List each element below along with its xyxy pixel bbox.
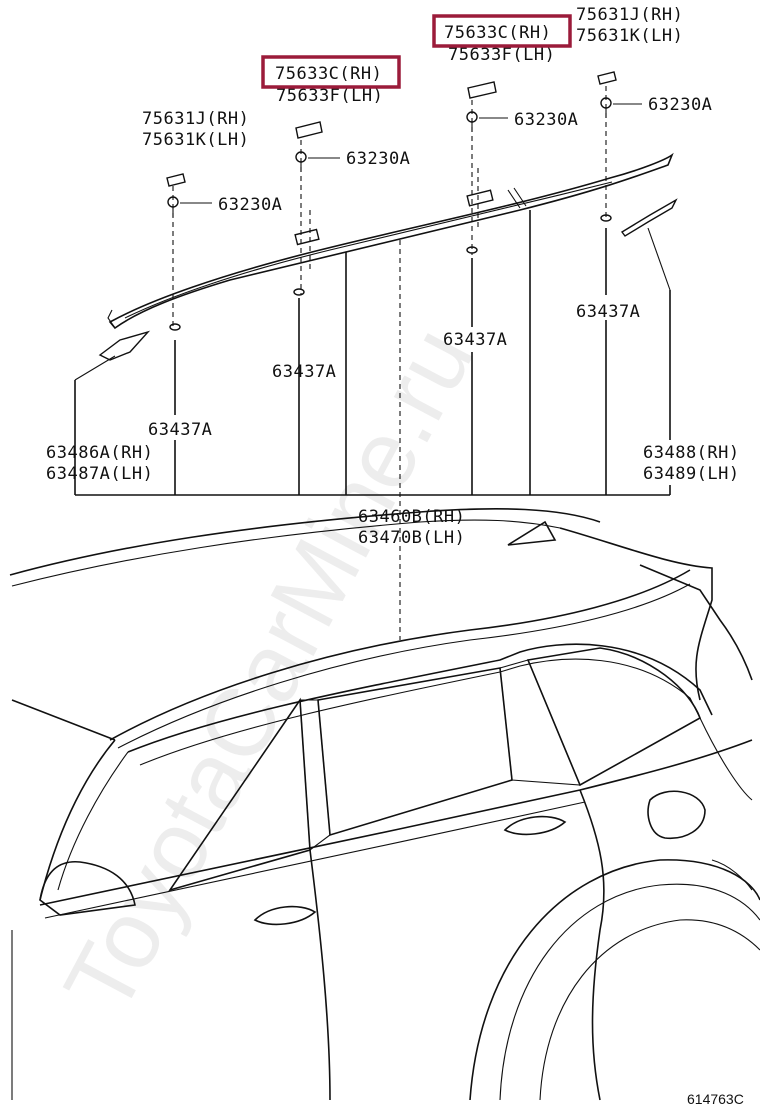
diagram-id: 614763C — [687, 1091, 744, 1107]
label-63470b: 63470B(LH) — [358, 528, 465, 548]
highlight-box-center — [432, 14, 572, 48]
label-63488: 63488(RH) — [643, 443, 740, 463]
label-75633f-center: 75633F(LH) — [448, 45, 555, 65]
label-75631j-top-right: 75631J(RH) — [576, 5, 683, 25]
label-63230a-center: 63230A — [514, 110, 578, 130]
cover-left-j — [166, 173, 186, 187]
label-63230a-right: 63230A — [648, 95, 712, 115]
label-63437a-left-mid: 63437A — [272, 362, 336, 382]
label-63437a-left: 63437A — [148, 420, 212, 440]
end-cover-left — [98, 330, 151, 361]
small-parts — [166, 71, 617, 331]
cover-right-j — [597, 71, 617, 85]
label-63486a: 63486A(RH) — [46, 443, 153, 463]
label-75631k-top-right: 75631K(LH) — [576, 26, 683, 46]
highlight-box-left — [261, 55, 401, 89]
label-75631k-left: 75631K(LH) — [142, 130, 249, 150]
roof-rail-assembly — [98, 152, 678, 361]
car-body — [9, 508, 760, 1101]
label-63230a-left-mid: 63230A — [346, 149, 410, 169]
watermark: ToyotaCarMine.ru — [44, 311, 494, 1030]
cover-left-c — [295, 121, 323, 139]
cover-center-c — [467, 81, 497, 99]
label-63489: 63489(LH) — [643, 464, 740, 484]
label-63437a-center: 63437A — [443, 330, 507, 350]
label-75633c-left: 75633C(RH) — [275, 64, 382, 84]
label-63437a-right: 63437A — [576, 302, 640, 322]
label-63460b: 63460B(RH) — [358, 507, 465, 527]
part-labels: 75631J(RH) 75631K(LH) 75633C(RH) 75633F(… — [46, 5, 744, 1107]
label-75633f-left: 75633F(LH) — [276, 86, 383, 106]
label-75633c-center: 75633C(RH) — [444, 23, 551, 43]
end-cover-right — [620, 198, 678, 237]
leader-lines — [74, 86, 671, 640]
label-63487a: 63487A(LH) — [46, 464, 153, 484]
label-63230a-left: 63230A — [218, 195, 282, 215]
label-75631j-left: 75631J(RH) — [142, 109, 249, 129]
